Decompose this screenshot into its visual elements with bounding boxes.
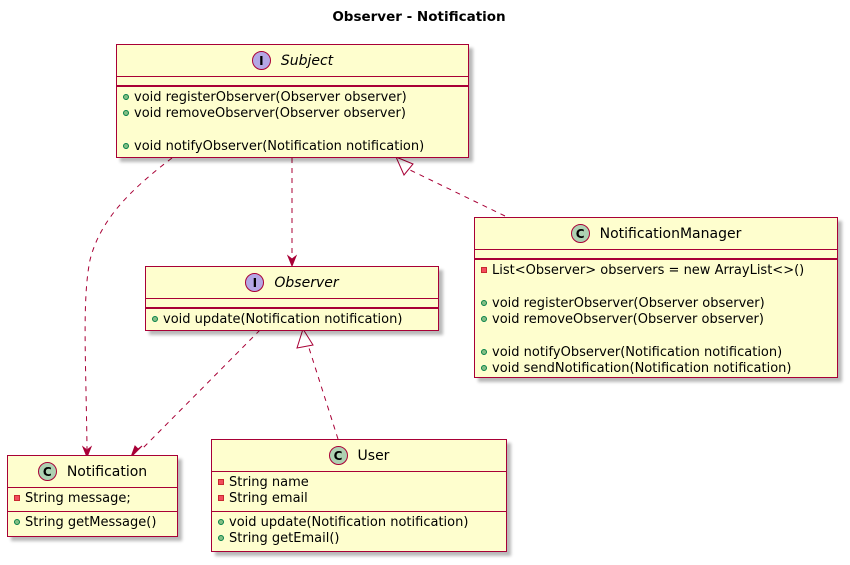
methods-section: void update(Notification notification) <box>146 308 438 332</box>
class-header: C User <box>212 440 506 472</box>
private-visibility-icon <box>218 495 224 501</box>
class-observer[interactable]: I Observer void update(Notification noti… <box>145 266 439 331</box>
relation-subject-notification <box>84 157 173 450</box>
private-visibility-icon <box>14 495 20 501</box>
class-user[interactable]: C User String name String email void upd… <box>211 439 507 552</box>
class-header: I Subject <box>117 45 468 77</box>
relation-user-observer <box>308 347 339 440</box>
class-name: Subject <box>280 52 334 69</box>
method-row: void registerObserver(Observer observer) <box>475 296 837 312</box>
method-row: void update(Notification notification) <box>146 312 438 328</box>
realization-triangle-subject <box>395 156 414 176</box>
public-visibility-icon <box>481 349 487 355</box>
fields-section <box>146 299 438 308</box>
methods-section: void update(Notification notification) S… <box>212 512 506 551</box>
method-row: void registerObserver(Observer observer) <box>117 90 468 106</box>
method-row: void notifyObserver(Notification notific… <box>475 345 837 361</box>
private-visibility-icon <box>481 267 487 273</box>
class-name: Notification <box>66 463 148 480</box>
method-row: void notifyObserver(Notification notific… <box>117 139 468 155</box>
class-badge-icon: C <box>328 446 348 465</box>
field-row: String name <box>212 475 506 491</box>
method-row: String getEmail() <box>212 531 506 547</box>
field-row: String message; <box>8 491 177 507</box>
spacer-row <box>475 328 837 345</box>
class-header: I Observer <box>146 267 438 299</box>
diagram-title: Observer - Notification <box>332 9 506 25</box>
class-notification-manager[interactable]: C NotificationManager List<Observer> obs… <box>474 217 838 378</box>
interface-badge-icon: I <box>251 51 271 70</box>
public-visibility-icon <box>123 143 129 149</box>
method-row: void removeObserver(Observer observer) <box>475 312 837 328</box>
method-row: void sendNotification(Notification notif… <box>475 361 837 377</box>
public-visibility-icon <box>481 316 487 322</box>
public-visibility-icon <box>14 519 20 525</box>
class-badge-icon: C <box>37 462 57 481</box>
field-row: List<Observer> observers = new ArrayList… <box>475 263 837 279</box>
relation-observer-notification <box>141 329 261 450</box>
arrowhead-subject-notification <box>81 445 93 459</box>
methods-section: void registerObserver(Observer observer)… <box>117 86 468 159</box>
arrowhead-observer-notification <box>130 445 143 458</box>
class-name: Observer <box>274 274 339 291</box>
spacer-row <box>475 279 837 296</box>
spacer-row <box>117 122 468 139</box>
method-row: void update(Notification notification) <box>212 515 506 531</box>
interface-badge-icon: I <box>245 273 265 292</box>
class-badge-icon: C <box>570 224 590 243</box>
realization-triangle-observer <box>296 327 314 349</box>
class-subject[interactable]: I Subject void registerObserver(Observer… <box>116 44 469 158</box>
fields-section: String name String email <box>212 472 506 512</box>
relation-notificationmanager-subject <box>409 169 506 217</box>
public-visibility-icon <box>218 519 224 525</box>
methods-section: String getMessage() <box>8 512 177 535</box>
method-row: String getMessage() <box>8 515 177 531</box>
public-visibility-icon <box>481 300 487 306</box>
class-notification[interactable]: C Notification String message; String ge… <box>7 455 178 537</box>
class-name: NotificationManager <box>599 225 742 242</box>
fields-section <box>475 250 837 259</box>
public-visibility-icon <box>123 110 129 116</box>
members-section: List<Observer> observers = new ArrayList… <box>475 259 837 381</box>
public-visibility-icon <box>218 535 224 541</box>
fields-section <box>117 77 468 86</box>
arrowhead-subject-observer <box>286 254 298 268</box>
class-header: C NotificationManager <box>475 218 837 250</box>
private-visibility-icon <box>218 479 224 485</box>
field-row: String email <box>212 491 506 507</box>
method-row: void removeObserver(Observer observer) <box>117 106 468 122</box>
public-visibility-icon <box>152 316 158 322</box>
fields-section: String message; <box>8 488 177 512</box>
public-visibility-icon <box>481 365 487 371</box>
class-header: C Notification <box>8 456 177 488</box>
public-visibility-icon <box>123 94 129 100</box>
class-name: User <box>357 447 390 464</box>
